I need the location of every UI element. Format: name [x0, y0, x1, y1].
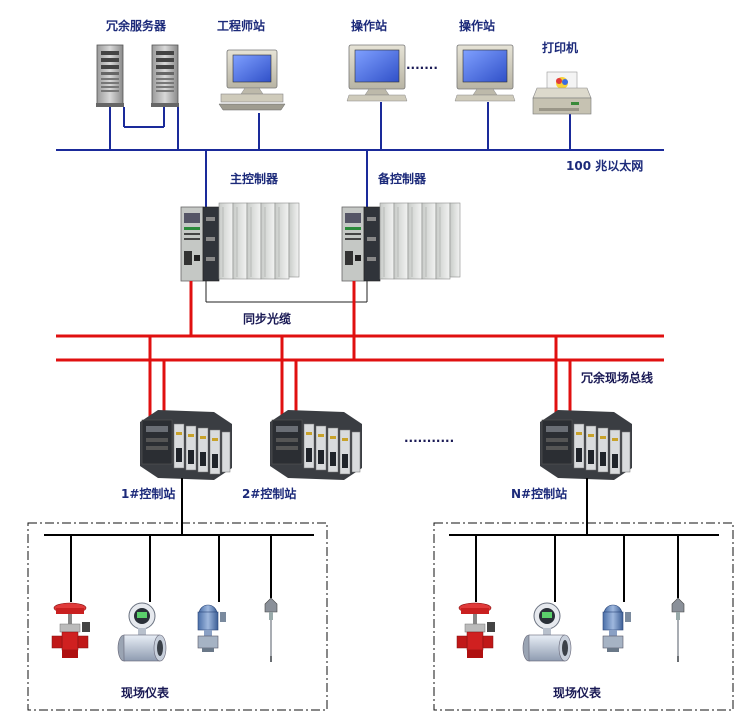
flow-meter-icon — [117, 602, 167, 662]
label-backup-controller: 备控制器 — [377, 171, 427, 186]
label-redundant-fieldbus: 冗余现场总线 — [581, 370, 653, 385]
field-instruments-left-boundary — [27, 522, 328, 711]
server-tower-icon — [95, 44, 125, 108]
label-main-controller: 主控制器 — [230, 171, 279, 186]
backup-controller-plc-rack-icon — [341, 202, 461, 282]
label-ethernet: 100 兆以太网 — [566, 158, 643, 173]
instrument-bus-left — [44, 478, 314, 602]
control-valve-icon — [456, 602, 496, 659]
field-instruments-right-boundary — [433, 522, 734, 711]
label-redundant-servers: 冗余服务器 — [106, 18, 167, 33]
label-sync-fiber: 同步光缆 — [243, 311, 291, 326]
engineer-station-desktop-icon — [218, 49, 286, 111]
label-printer: 打印机 — [542, 40, 578, 55]
pressure-transmitter-icon — [602, 604, 632, 653]
main-controller-plc-rack-icon — [180, 202, 300, 282]
control-station-2-io-module-icon — [269, 409, 363, 481]
label-engineer-station: 工程师站 — [217, 18, 265, 33]
control-valve-icon — [51, 602, 91, 659]
flow-meter-icon — [522, 602, 572, 662]
temperature-sensor-icon — [671, 597, 685, 663]
instrument-bus-right — [449, 478, 719, 602]
temperature-sensor-icon — [264, 597, 278, 663]
sync-fiber-link — [205, 281, 368, 303]
ellipsis-operator-stations: ······· — [406, 61, 438, 75]
redundant-fieldbus — [56, 281, 664, 420]
operator-station-1-icon — [346, 44, 408, 102]
operator-station-2-icon — [454, 44, 516, 102]
label-station-2: 2#控制站 — [242, 486, 296, 501]
laser-printer-icon — [532, 71, 592, 115]
label-field-instruments-left: 现场仪表 — [121, 685, 170, 700]
control-station-1-io-module-icon — [139, 409, 233, 481]
label-operator-station-1: 操作站 — [351, 18, 387, 33]
ellipsis-control-stations: ··········· — [404, 434, 454, 448]
label-station-n: N#控制站 — [511, 486, 567, 501]
control-station-n-io-module-icon — [539, 409, 633, 481]
label-field-instruments-right: 现场仪表 — [553, 685, 602, 700]
label-station-1: 1#控制站 — [121, 486, 175, 501]
redundant-servers — [95, 44, 180, 108]
pressure-transmitter-icon — [197, 604, 227, 653]
label-operator-station-2: 操作站 — [459, 18, 495, 33]
server-tower-icon — [150, 44, 180, 108]
